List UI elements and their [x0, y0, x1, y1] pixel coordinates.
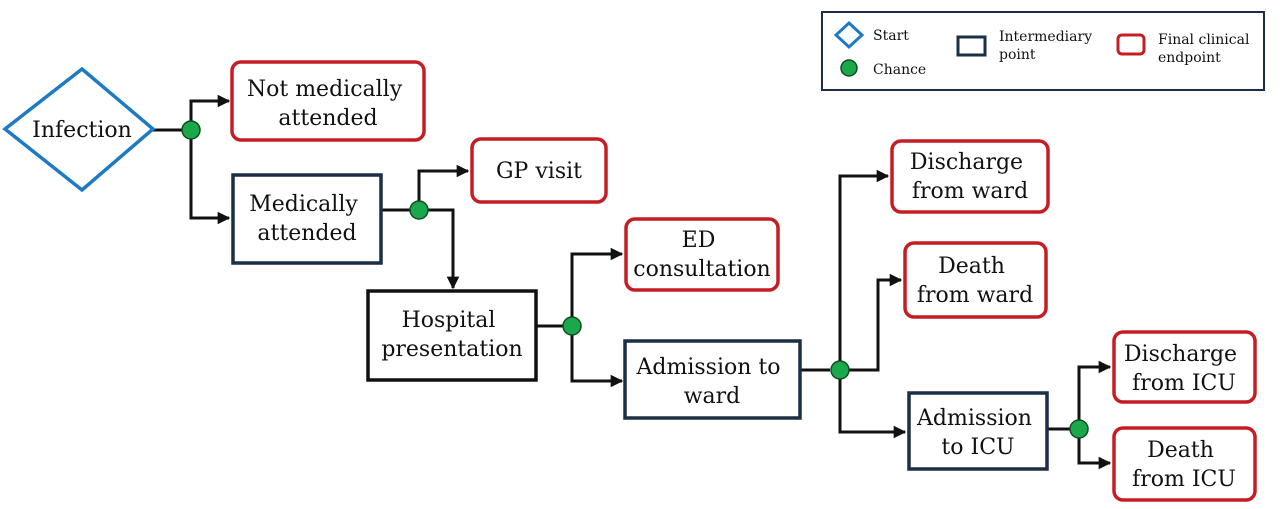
- node-line: Hospital: [402, 308, 496, 333]
- node-line: Not medically: [247, 77, 403, 102]
- legend-final-line-1: Final clinical: [1158, 32, 1250, 48]
- node-line: ward: [684, 384, 741, 409]
- node-admission-to-icu-label: Admission to ICU: [916, 406, 1039, 460]
- chance-node: [562, 316, 582, 336]
- legend-final-label: Final clinical endpoint: [1158, 32, 1254, 66]
- node-not-medically-attended: Not medically attended: [230, 60, 426, 142]
- node-death-from-ward: Death from ward: [903, 241, 1048, 319]
- node-line: from ICU: [1132, 467, 1236, 492]
- chance-node: [1069, 419, 1089, 439]
- node-line: ED: [682, 228, 716, 253]
- legend-chance-label: Chance: [873, 62, 926, 78]
- legend-final-line-2: endpoint: [1158, 50, 1221, 66]
- edge-to-ed-consultation: [570, 247, 624, 326]
- legend: Start Chance Intermediary point Final cl…: [821, 11, 1265, 91]
- node-discharge-from-ward: Discharge from ward: [890, 139, 1050, 214]
- chance-node: [830, 360, 850, 380]
- node-discharge-from-icu: Discharge from ICU: [1112, 330, 1257, 404]
- node-line: Admission: [916, 406, 1032, 431]
- chance-node: [409, 200, 429, 220]
- edge-to-discharge-from-icu: [1077, 360, 1112, 429]
- node-death-from-icu: Death from ICU: [1112, 426, 1257, 502]
- edge-to-gp-visit: [417, 164, 470, 210]
- edge-to-discharge-from-ward: [838, 169, 890, 370]
- node-ed-consultation-label: ED consultation: [633, 228, 770, 282]
- node-line: Death: [938, 254, 1005, 279]
- node-medically-attended-label: Medically attended: [249, 192, 365, 246]
- intermediary-box: [907, 391, 1049, 471]
- node-admission-to-icu: Admission to ICU: [907, 391, 1049, 471]
- legend-intermediary-label: Intermediary point: [999, 29, 1097, 63]
- final-endpoint-box: [1112, 330, 1257, 404]
- legend-chance-icon: [840, 59, 858, 77]
- edge-to-admission-to-ward: [570, 326, 624, 388]
- legend-intermediary-icon: [956, 35, 987, 57]
- final-endpoint-box: [1112, 426, 1257, 502]
- edge-to-admission-to-icu: [838, 370, 907, 439]
- node-admission-to-ward-label: Admission to ward: [636, 355, 788, 409]
- intermediary-box: [231, 173, 383, 265]
- legend-intermediary-line-2: point: [999, 47, 1036, 63]
- node-death-from-ward-label: Death from ward: [917, 254, 1033, 308]
- node-line: consultation: [633, 257, 770, 282]
- intermediary-box: [623, 339, 802, 420]
- node-not-medically-attended-label: Not medically attended: [247, 77, 409, 131]
- node-line: from ICU: [1132, 371, 1236, 396]
- edge-to-hospital-presentation: [419, 208, 460, 290]
- node-hospital-presentation-label: Hospital presentation: [381, 308, 522, 362]
- node-line: presentation: [381, 337, 522, 362]
- edges: [150, 94, 1112, 470]
- node-line: Admission to: [636, 355, 781, 380]
- node-medically-attended: Medically attended: [231, 173, 383, 265]
- node-gp-visit: GP visit: [470, 137, 608, 204]
- node-infection-label: Infection: [32, 118, 132, 143]
- node-infection: Infection: [2, 66, 156, 193]
- node-hospital-presentation: Hospital presentation: [366, 289, 538, 382]
- node-line: Death: [1147, 438, 1214, 463]
- node-discharge-from-ward-label: Discharge from ward: [910, 150, 1030, 204]
- start-diamond-shape: [2, 66, 156, 193]
- node-line: Medically: [249, 192, 358, 217]
- node-ed-consultation: ED consultation: [624, 217, 780, 292]
- edge-to-medically-attended: [189, 130, 231, 225]
- node-line: GP visit: [496, 159, 582, 184]
- final-endpoint-box: [470, 137, 608, 204]
- chance-node: [181, 120, 201, 140]
- node-line: from ward: [917, 283, 1033, 308]
- node-infection-line-1: Infection: [32, 118, 132, 143]
- node-line: attended: [278, 106, 377, 131]
- legend-final-icon: [1116, 33, 1146, 56]
- final-endpoint-box: [624, 217, 780, 292]
- chance-nodes: [181, 120, 1089, 439]
- intermediary-box: [366, 289, 538, 382]
- node-line: attended: [257, 221, 356, 246]
- legend-frame: [821, 11, 1265, 91]
- node-admission-to-ward: Admission to ward: [623, 339, 802, 420]
- node-death-from-icu-label: Death from ICU: [1132, 438, 1236, 492]
- node-line: from ward: [912, 179, 1028, 204]
- final-endpoint-box: [230, 60, 426, 142]
- node-line: to ICU: [941, 435, 1014, 460]
- final-endpoint-box: [890, 139, 1050, 214]
- legend-start-icon: [833, 20, 865, 50]
- node-gp-visit-label: GP visit: [496, 159, 582, 184]
- node-line: Discharge: [910, 150, 1023, 175]
- legend-start-label: Start: [873, 28, 909, 44]
- node-line: Discharge: [1124, 342, 1237, 367]
- edge-to-death-from-ward: [840, 273, 903, 372]
- edge-to-death-from-icu: [1077, 429, 1112, 470]
- final-endpoint-box: [903, 241, 1048, 319]
- node-discharge-from-icu-label: Discharge from ICU: [1124, 342, 1244, 396]
- legend-intermediary-line-1: Intermediary: [999, 29, 1092, 45]
